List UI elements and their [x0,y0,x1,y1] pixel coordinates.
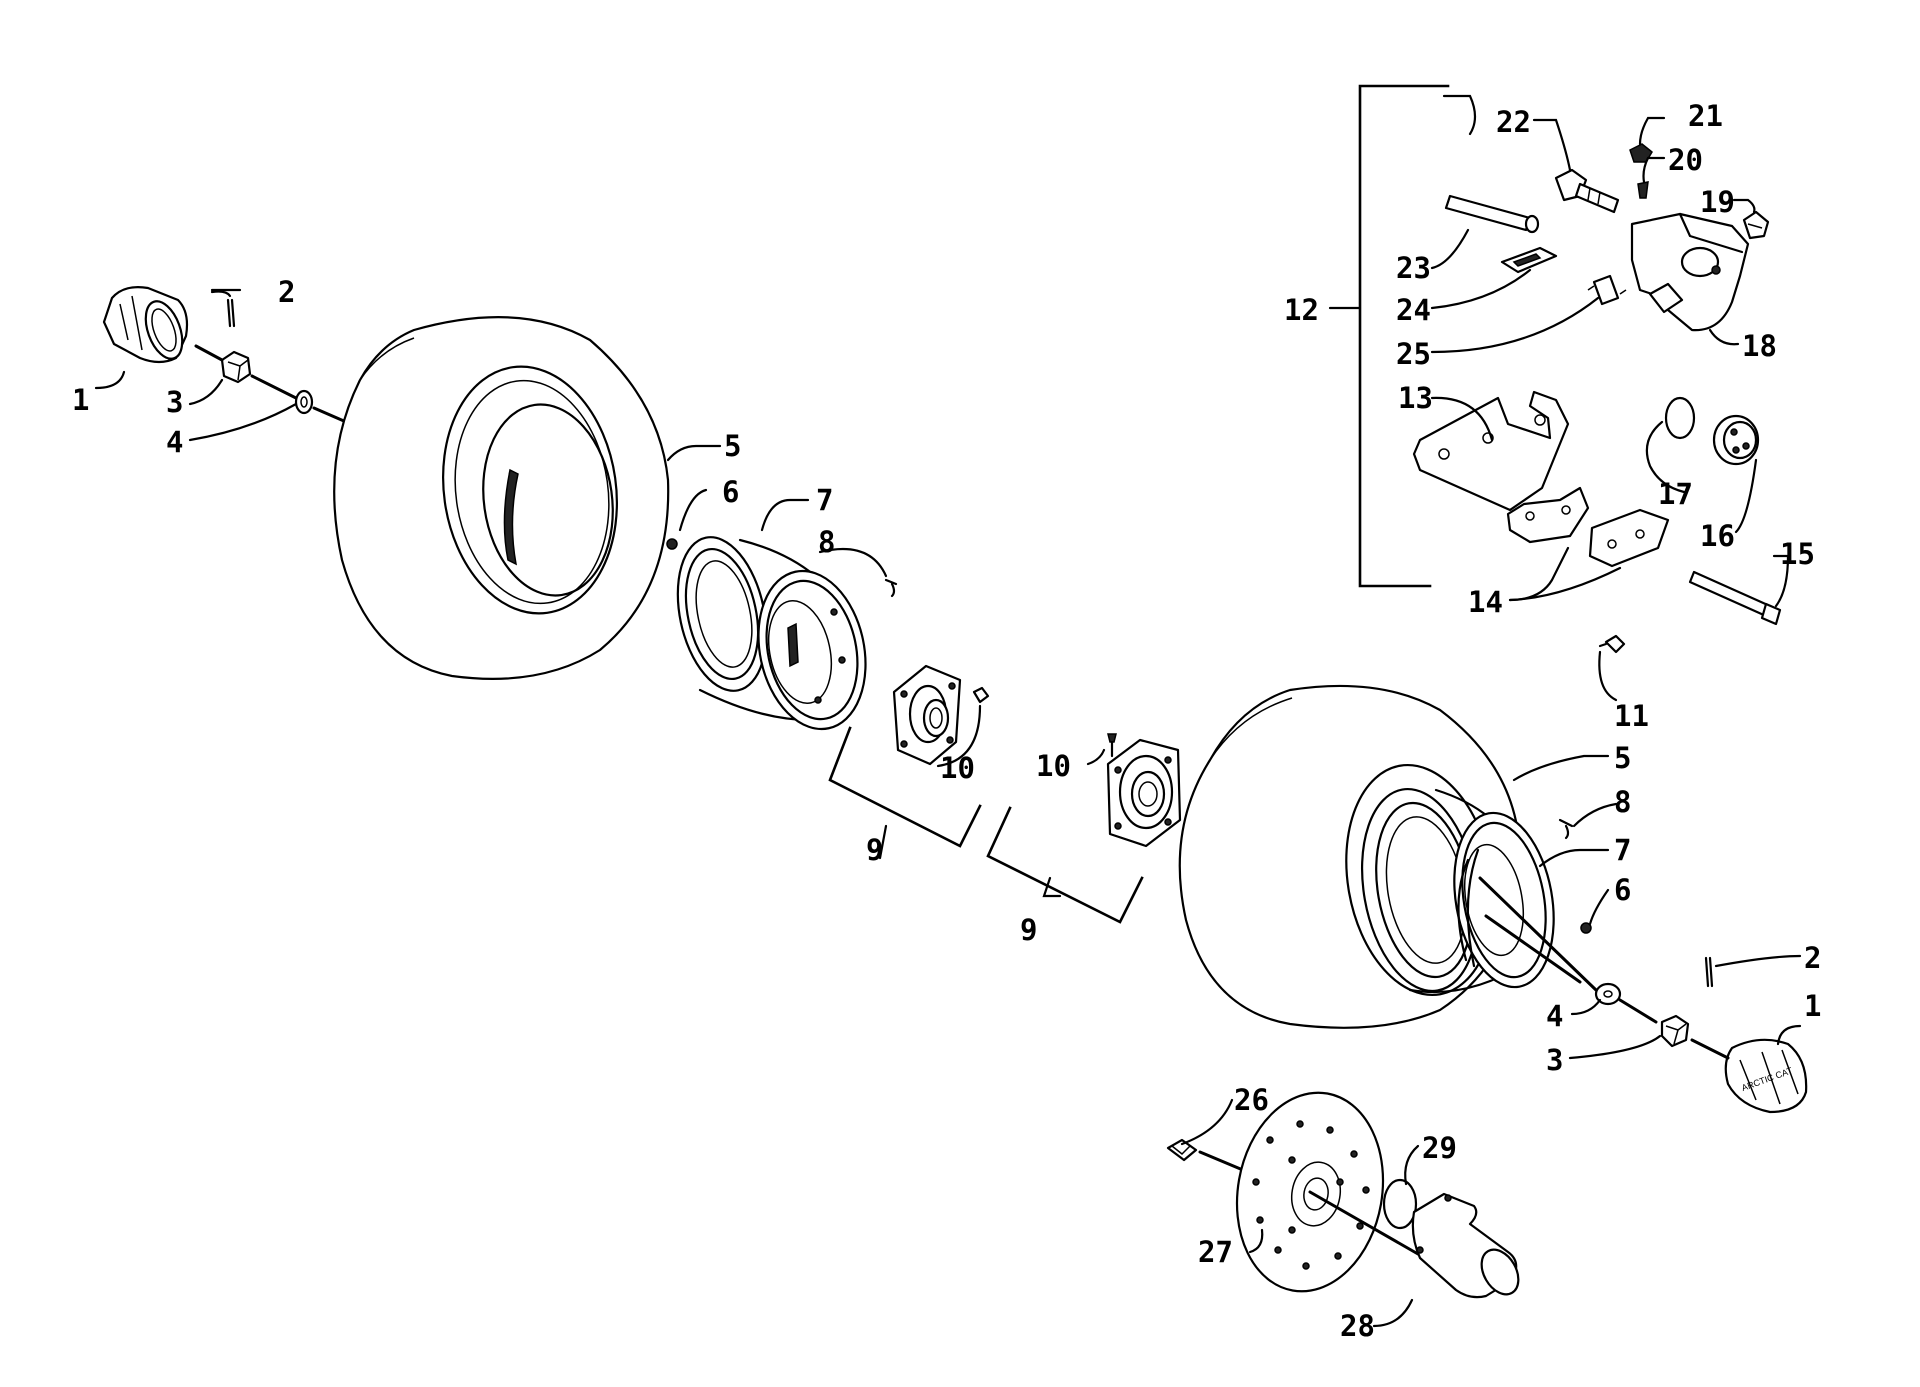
callout-19: 19 [1700,185,1735,219]
callout-13: 13 [1398,381,1433,415]
hub-right [1106,738,1182,848]
callout-7b: 7 [1614,833,1631,867]
callout-25: 25 [1396,337,1431,371]
callout-3b: 3 [1546,1043,1563,1077]
cap-19 [1742,210,1770,240]
hub-cap-right: ARCTIC CAT [1724,1038,1808,1114]
callout-5b: 5 [1614,741,1631,775]
callout-1a: 1 [72,383,89,417]
callout-18: 18 [1742,329,1777,363]
callout-8b: 8 [1614,785,1631,819]
castle-nut-right [1660,1014,1690,1048]
hub-left [892,664,962,766]
bolt-15 [1688,570,1782,626]
callout-2b: 2 [1804,941,1821,975]
caliper-18 [1630,212,1750,332]
callout-24: 24 [1396,293,1431,327]
front-hub-28 [1411,1192,1520,1299]
valve-stem-left [666,538,678,550]
callout-3a: 3 [166,385,183,419]
callout-5a: 5 [724,429,741,463]
bolt-center [1107,733,1117,758]
callout-26: 26 [1234,1083,1269,1117]
valve-stem-right [1580,922,1592,934]
castle-nut-left [220,350,252,384]
callout-6a: 6 [722,475,739,509]
callout-1b: 1 [1804,989,1821,1023]
bracket-9b [986,806,1144,924]
assembly-axis-right-2 [1484,914,1582,984]
bolt-11 [1598,634,1626,654]
rotor-axis-2 [1308,1190,1420,1256]
callout-23: 23 [1396,251,1431,285]
callout-9b: 9 [1020,913,1037,947]
bleeder-20 [1637,181,1649,199]
o-ring-29 [1382,1178,1418,1230]
callout-16: 16 [1700,519,1735,553]
callout-14: 14 [1468,585,1503,619]
callout-20: 20 [1668,143,1703,177]
washer-left [294,389,314,415]
callout-27: 27 [1198,1235,1233,1269]
caliper-bracket-13 [1412,390,1570,512]
bracket-12 [1358,84,1450,588]
bolt-26 [1166,1138,1198,1162]
callout-2a: 2 [278,275,295,309]
callout-21: 21 [1688,99,1723,133]
hub-cap-left [102,286,189,364]
brake-pad-14a [1506,486,1590,544]
callout-4a: 4 [166,425,183,459]
cotter-pin-right [1704,956,1714,988]
callout-17: 17 [1658,477,1693,511]
callout-15: 15 [1780,537,1815,571]
callout-10b: 10 [1036,749,1071,783]
valve-left [884,578,898,598]
callout-10a: 10 [940,751,975,785]
callout-4b: 4 [1546,999,1563,1033]
cotter-pin-left [226,298,236,328]
tire-left [333,316,670,680]
callout-labels: 1 2 3 4 5 6 7 8 9 10 10 9 11 5 8 7 6 2 1… [72,99,1821,1343]
rim-left [676,536,867,731]
callout-7a: 7 [816,483,833,517]
assembly-axis-left [194,344,362,430]
callout-12: 12 [1284,293,1319,327]
rim-right [1360,787,1555,994]
callout-29: 29 [1422,1131,1457,1165]
callout-9a: 9 [866,833,883,867]
seal-17 [1664,396,1696,440]
callout-6b: 6 [1614,873,1631,907]
bolt-left [972,686,990,704]
brake-pad-14b [1588,508,1670,568]
pin-23 [1444,194,1540,234]
leader-lines [94,94,1802,1328]
nut-21 [1629,143,1653,163]
clip-25 [1587,274,1627,306]
callout-11: 11 [1614,699,1649,733]
bracket-9a [828,726,982,848]
banjo-bolt-22 [1554,168,1620,214]
washer-right [1594,982,1622,1006]
assembly-axis-right [1478,876,1730,1060]
callout-22: 22 [1496,105,1531,139]
valve-right [1558,818,1574,840]
callout-8a: 8 [818,525,835,559]
piston-16 [1712,414,1760,466]
pad-spring-24 [1500,246,1558,274]
callout-28: 28 [1340,1309,1375,1343]
